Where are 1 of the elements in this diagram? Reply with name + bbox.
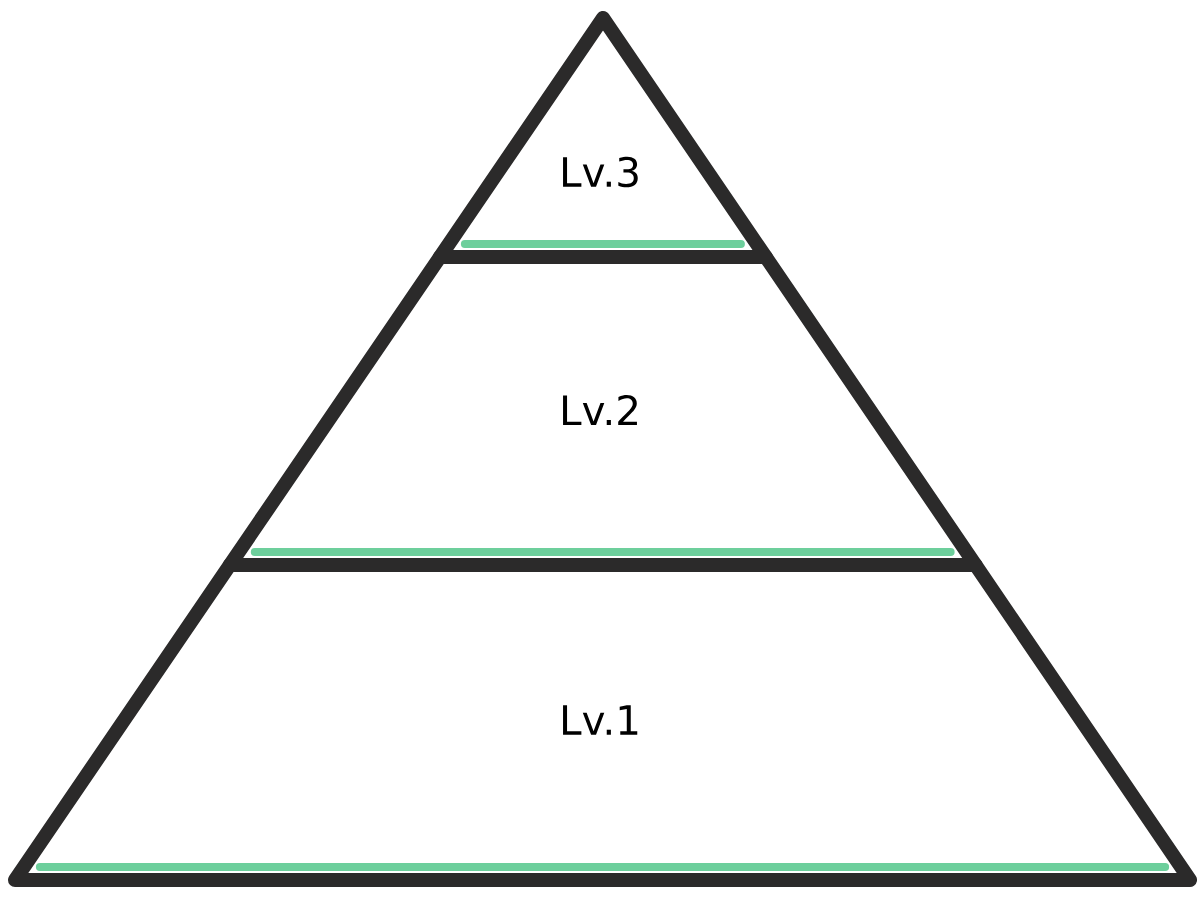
pyramid-level: Lv.1	[7, 557, 1198, 888]
